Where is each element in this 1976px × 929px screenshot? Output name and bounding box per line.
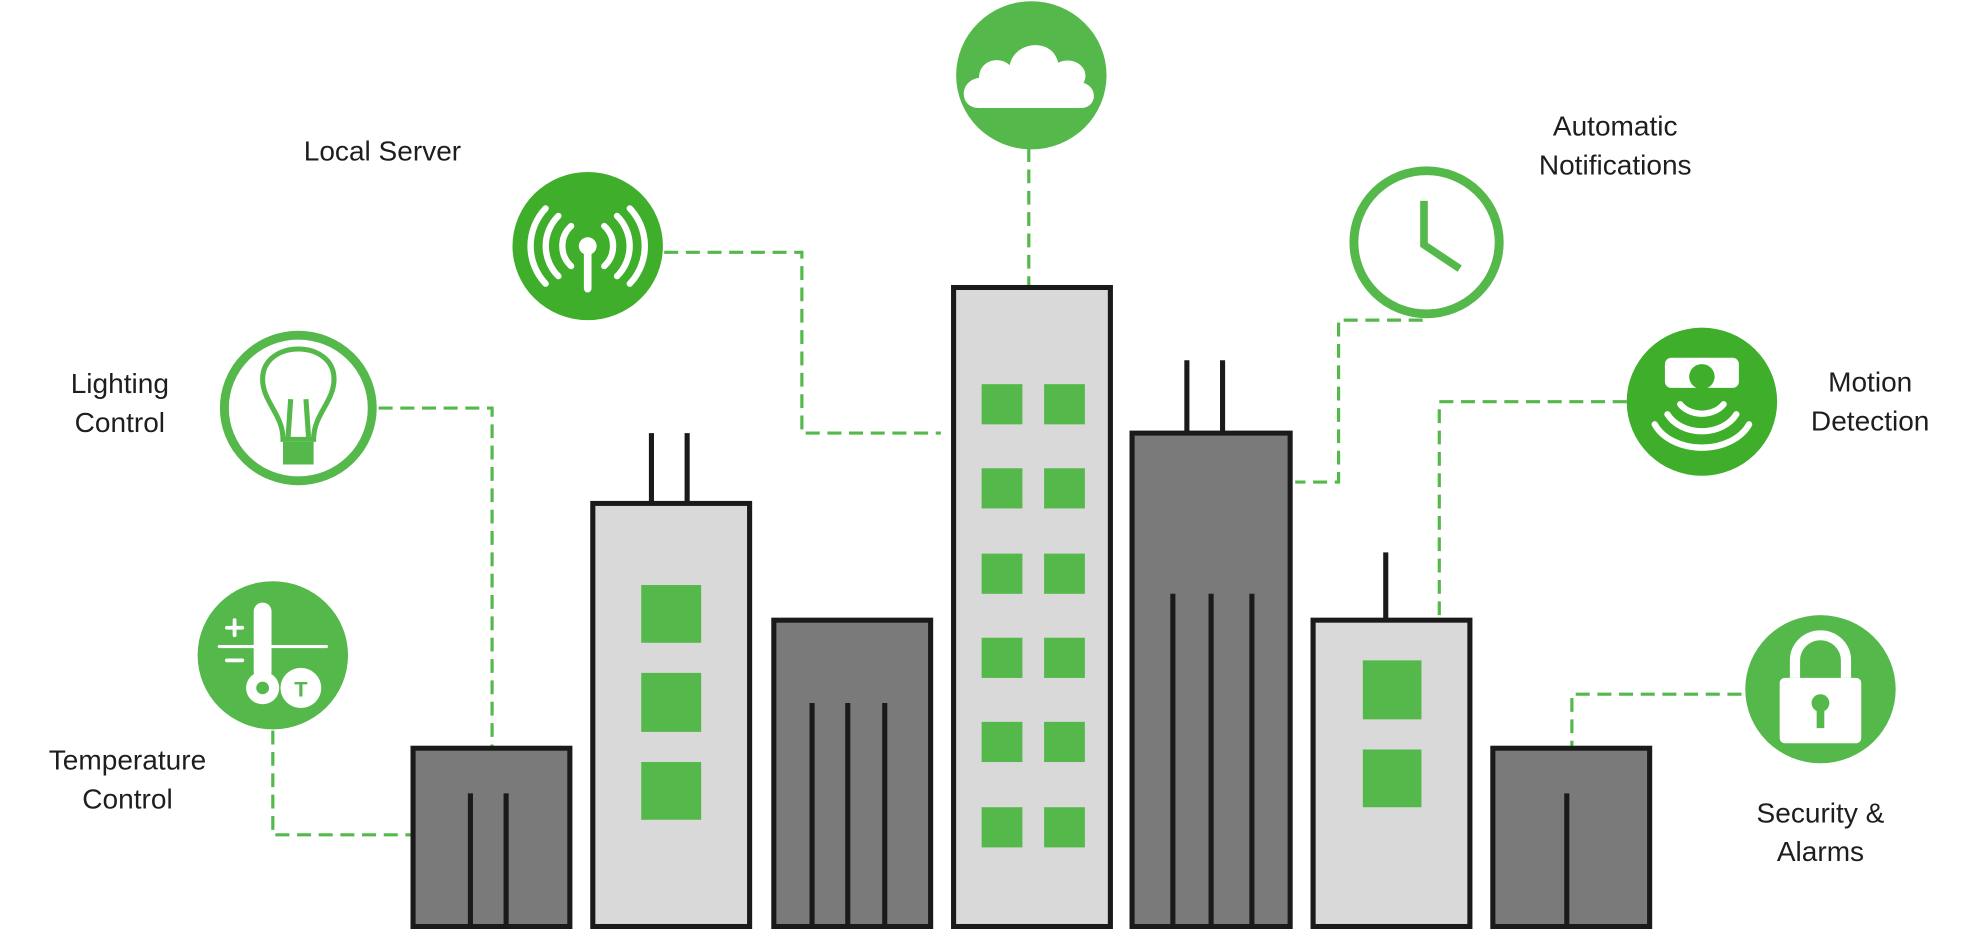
building-b [590, 433, 753, 929]
label-security-line1: Security & [1757, 797, 1885, 828]
label-lighting-line1: Lighting [71, 368, 169, 399]
tower-window [1044, 384, 1085, 425]
tower-window [981, 637, 1023, 678]
thermometer-icon[interactable]: T [197, 581, 349, 730]
label-motion-line2: Detection [1811, 406, 1929, 437]
tower-window [981, 384, 1023, 425]
label-temperature-line1: Temperature [49, 745, 206, 776]
building-e [1310, 552, 1473, 929]
connectors [271, 148, 1742, 837]
label-notifications-line1: Automatic [1553, 111, 1678, 142]
connector-temperature [271, 730, 412, 837]
building-a [410, 745, 573, 929]
svg-text:T: T [294, 678, 307, 702]
building-f [1490, 745, 1653, 929]
antenna-icon[interactable] [512, 171, 663, 321]
connector-lighting [378, 406, 494, 747]
lightbulb-icon[interactable] [219, 330, 377, 486]
label-lighting-line2: Control [75, 407, 165, 438]
building-tower [951, 284, 1113, 929]
tower-window [1044, 553, 1085, 594]
label-motion-line1: Motion [1828, 367, 1912, 398]
tower-window [981, 553, 1023, 594]
tower-window [1044, 721, 1085, 763]
label-security-line2: Alarms [1777, 836, 1864, 867]
cloud-icon[interactable] [956, 1, 1107, 150]
padlock-icon[interactable] [1745, 615, 1896, 764]
connector-security [1570, 692, 1742, 749]
tower-window [1044, 807, 1085, 848]
tower-window [981, 468, 1023, 509]
label-temperature-line2: Control [82, 784, 172, 815]
building-c [771, 617, 934, 929]
connector-notifications [1295, 318, 1423, 484]
tower-window [1044, 637, 1085, 678]
label-notifications-line2: Notifications [1539, 150, 1692, 181]
motion-sensor-icon[interactable] [1626, 327, 1778, 476]
connector-local-server [664, 250, 941, 435]
clock-icon[interactable] [1349, 166, 1504, 319]
tower-window [1044, 468, 1085, 509]
building-d [1129, 360, 1293, 929]
label-local-server: Local Server [304, 136, 461, 167]
tower-window [981, 721, 1023, 763]
connector-motion [1437, 400, 1627, 621]
tower-window [981, 807, 1023, 848]
